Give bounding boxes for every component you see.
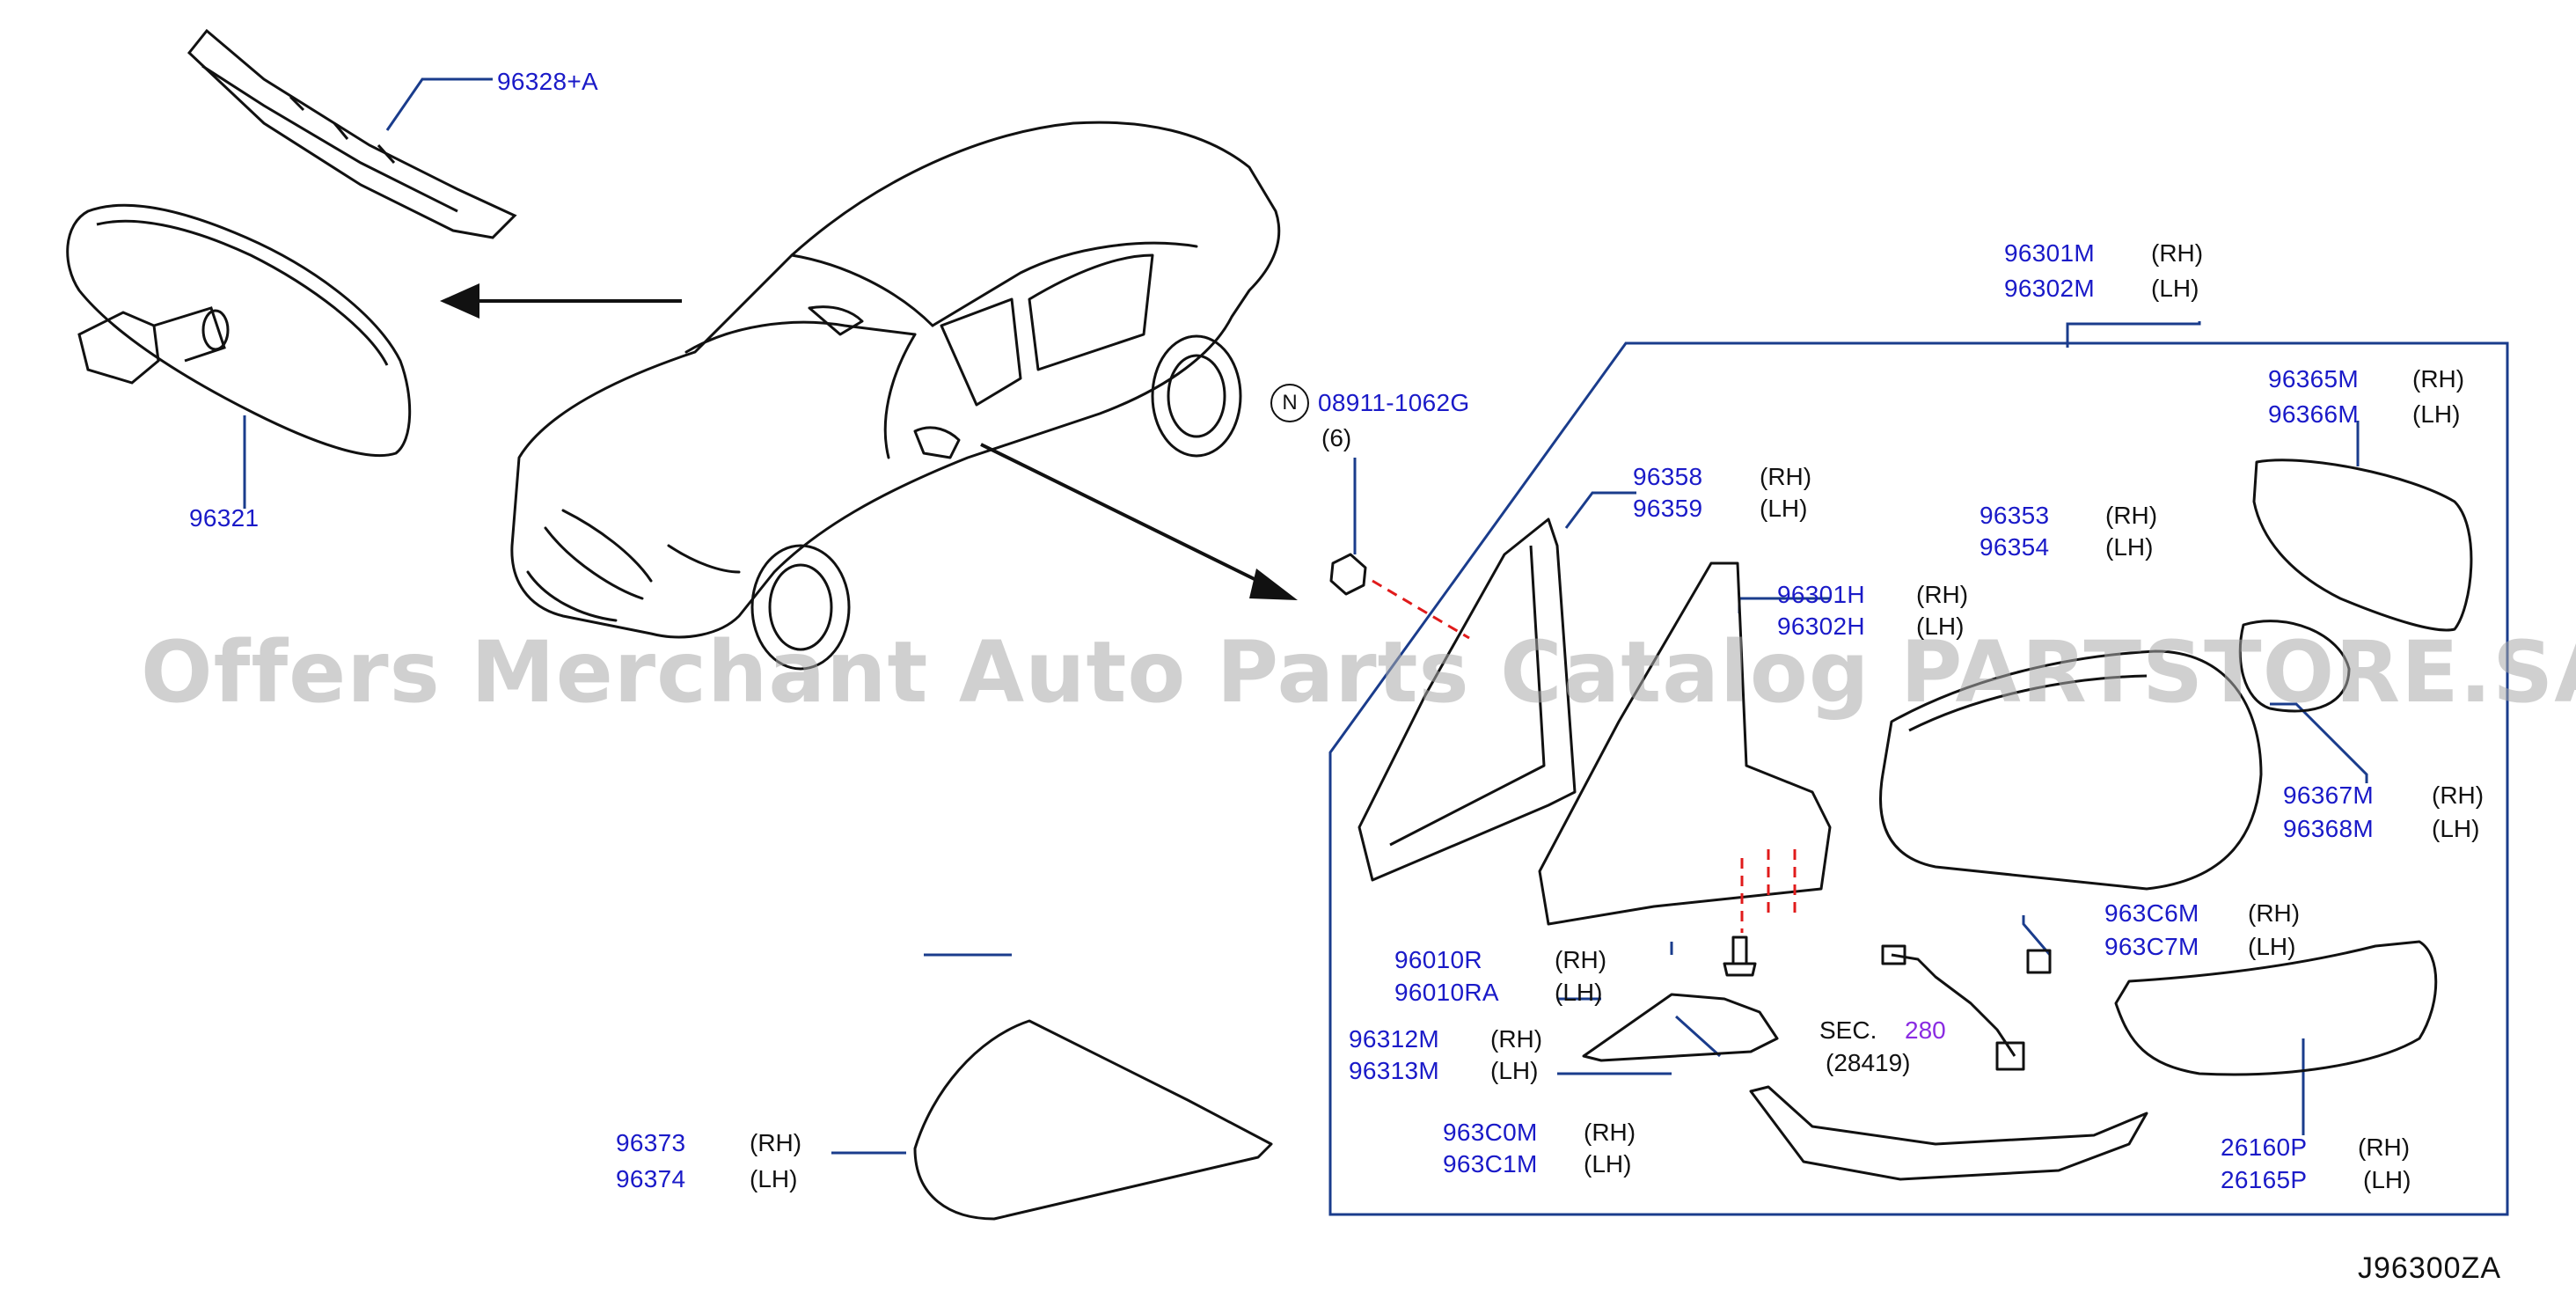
mirror-assembly-illustration [913, 459, 2473, 1221]
part-96368M-label[interactable]: 96368M [2283, 815, 2374, 842]
section-ref-sub: (28419) [1826, 1049, 1911, 1076]
part-96353-label[interactable]: 96353 [1980, 502, 2050, 529]
side-lh: (LH) [1760, 495, 1808, 522]
side-rh: (RH) [2151, 239, 2204, 267]
nut-symbol-icon: N [1270, 384, 1309, 422]
side-lh: (LH) [2151, 275, 2199, 302]
section-ref-label: SEC. [1819, 1016, 1877, 1044]
part-08911-qty: (6) [1321, 424, 1352, 451]
part-96328A-label[interactable]: 96328+A [497, 68, 598, 95]
part-96010R-label[interactable]: 96010R [1394, 946, 1482, 973]
part-963C7M-label[interactable]: 963C7M [2104, 933, 2199, 960]
part-96010RA-label[interactable]: 96010RA [1394, 979, 1499, 1006]
side-rh: (RH) [2432, 781, 2485, 809]
watermark-text: Offers Merchant Auto Parts Catalog PARTS… [141, 623, 2576, 722]
part-96365M-label[interactable]: 96365M [2268, 365, 2359, 393]
install-paths [1372, 579, 1797, 933]
side-lh: (LH) [2248, 933, 2296, 960]
side-rh: (RH) [1584, 1119, 1636, 1146]
part-96312M-label[interactable]: 96312M [1349, 1025, 1439, 1053]
part-96374-label[interactable]: 96374 [616, 1165, 686, 1192]
part-96302M-label[interactable]: 96302M [2004, 275, 2095, 302]
side-rh: (RH) [2412, 365, 2465, 393]
side-lh: (LH) [1490, 1057, 1539, 1084]
side-rh: (RH) [2248, 899, 2301, 927]
part-08911-label[interactable]: 08911-1062G [1318, 389, 1470, 416]
side-rh: (RH) [1760, 463, 1812, 490]
leader-lines [243, 77, 2368, 1155]
part-96358-label[interactable]: 96358 [1633, 463, 1703, 490]
side-lh: (LH) [1584, 1150, 1632, 1178]
mirror-cover-illustration [187, 28, 517, 239]
part-963C0M-label[interactable]: 963C0M [1443, 1119, 1538, 1146]
side-lh: (LH) [2432, 815, 2480, 842]
side-rh: (RH) [1555, 946, 1607, 973]
side-rh: (RH) [1490, 1025, 1543, 1053]
side-lh: (LH) [750, 1165, 798, 1192]
part-96302H-label[interactable]: 96302H [1777, 613, 1865, 640]
part-26165P-label[interactable]: 26165P [2221, 1166, 2308, 1193]
side-lh: (LH) [1916, 613, 1965, 640]
rearview-mirror-illustration [66, 203, 412, 457]
diagram-code: J96300ZA [2358, 1251, 2501, 1285]
pointer-arrows [440, 283, 1298, 600]
side-rh: (RH) [1916, 581, 1969, 608]
part-96301M-label[interactable]: 96301M [2004, 239, 2095, 267]
part-963C1M-label[interactable]: 963C1M [1443, 1150, 1538, 1178]
assembly-group-box [1328, 341, 2509, 1216]
side-lh: (LH) [1555, 979, 1603, 1006]
section-ref-number[interactable]: 280 [1905, 1016, 1946, 1044]
part-96354-label[interactable]: 96354 [1980, 533, 2050, 561]
side-rh: (RH) [2105, 502, 2158, 529]
part-96301H-label[interactable]: 96301H [1777, 581, 1865, 608]
car-illustration [510, 121, 1281, 671]
side-lh: (LH) [2363, 1166, 2411, 1193]
part-96367M-label[interactable]: 96367M [2283, 781, 2374, 809]
part-96366M-label[interactable]: 96366M [2268, 400, 2359, 428]
side-lh: (LH) [2412, 400, 2461, 428]
part-96321-label[interactable]: 96321 [189, 504, 260, 532]
side-rh: (RH) [750, 1129, 802, 1156]
part-26160P-label[interactable]: 26160P [2221, 1134, 2308, 1161]
part-963C6M-label[interactable]: 963C6M [2104, 899, 2199, 927]
side-lh: (LH) [2105, 533, 2154, 561]
part-96359-label[interactable]: 96359 [1633, 495, 1703, 522]
side-rh: (RH) [2358, 1134, 2411, 1161]
part-96373-label[interactable]: 96373 [616, 1129, 686, 1156]
part-96313M-label[interactable]: 96313M [1349, 1057, 1439, 1084]
